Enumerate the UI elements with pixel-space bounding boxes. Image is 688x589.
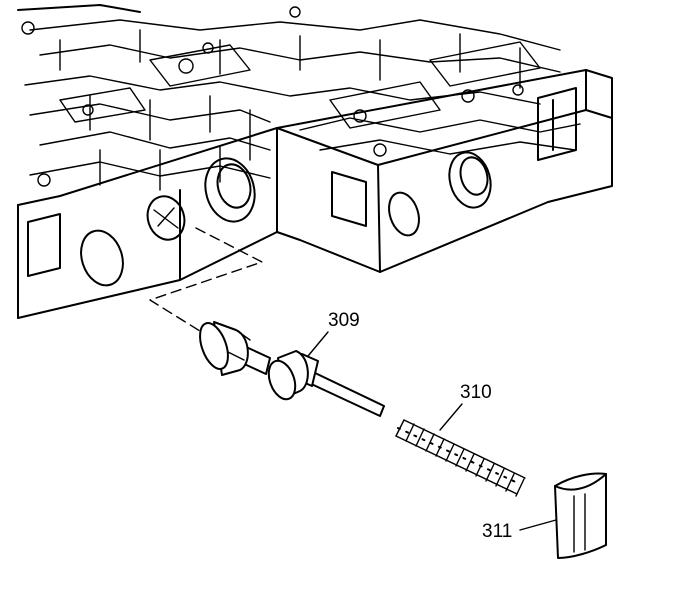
spring-310 xyxy=(395,419,526,497)
callout-label-309: 309 xyxy=(328,310,360,331)
leader-310 xyxy=(439,403,463,431)
retainer-311 xyxy=(554,472,607,559)
valve-309 xyxy=(199,321,385,417)
leader-311 xyxy=(519,519,557,531)
valve-body-casting xyxy=(17,4,613,319)
callout-label-310: 310 xyxy=(460,382,492,403)
leader-309 xyxy=(307,331,329,357)
assembly-centerline xyxy=(149,227,263,337)
callout-label-311: 311 xyxy=(482,521,512,542)
